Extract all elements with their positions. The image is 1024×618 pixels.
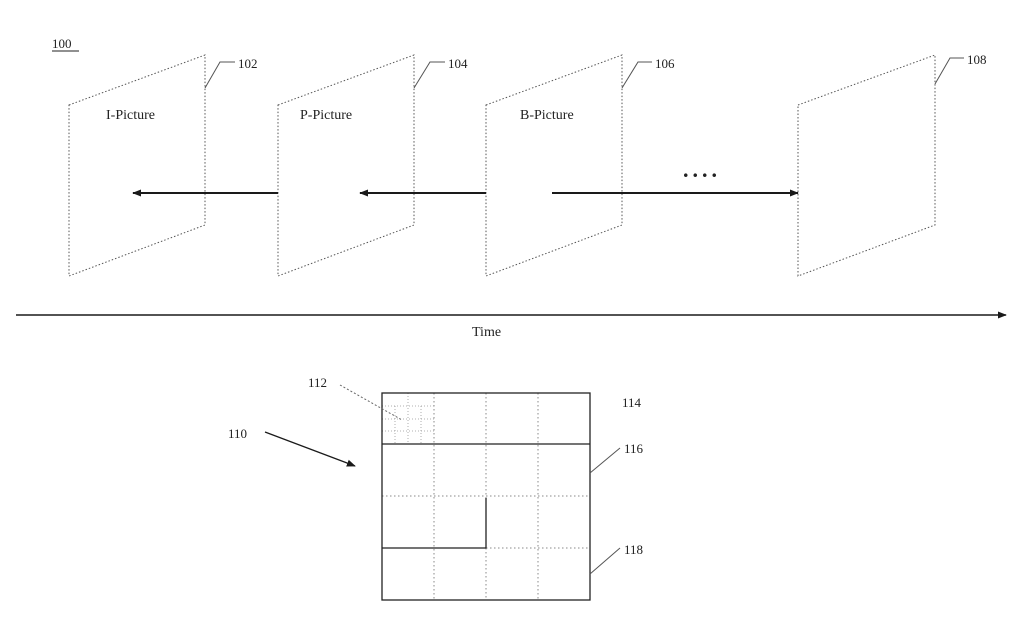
frame-outline [485, 54, 623, 277]
frame-label: I-Picture [106, 108, 155, 123]
time-label: Time [472, 325, 501, 340]
sub-block-grid [382, 393, 434, 444]
frame-outline [277, 54, 415, 277]
frame-b-picture: B-Picture 106 [485, 54, 675, 277]
leader-line [934, 57, 964, 85]
ref-114: 114 [622, 395, 642, 410]
leader-112 [339, 384, 403, 421]
leader-118 [589, 547, 621, 575]
partition-line-step [382, 498, 487, 549]
ref-118: 118 [624, 542, 643, 557]
frame-label: B-Picture [520, 108, 574, 123]
frame-outline [68, 54, 206, 277]
ellipsis: .... [683, 157, 721, 182]
leader-116 [589, 447, 621, 474]
frame-outline [797, 54, 936, 277]
frame-ref: 102 [238, 56, 258, 71]
arrow-110 [264, 431, 356, 467]
block-partition [381, 392, 591, 601]
frame-p-picture: P-Picture 104 [277, 54, 468, 277]
frame-label: P-Picture [300, 108, 352, 123]
frame-ref: 106 [655, 56, 675, 71]
leader-line [413, 61, 445, 89]
frame-last: 108 [797, 52, 987, 277]
leader-line [621, 61, 652, 89]
frame-ref: 104 [448, 56, 468, 71]
frame-i-picture: I-Picture 102 [68, 54, 258, 277]
block-outline [381, 392, 591, 601]
ref-110: 110 [228, 426, 247, 441]
frame-ref: 108 [967, 52, 987, 67]
figure-ref: 100 [52, 36, 72, 51]
leader-line [204, 61, 235, 89]
ref-116: 116 [624, 441, 644, 456]
ref-112: 112 [308, 375, 327, 390]
